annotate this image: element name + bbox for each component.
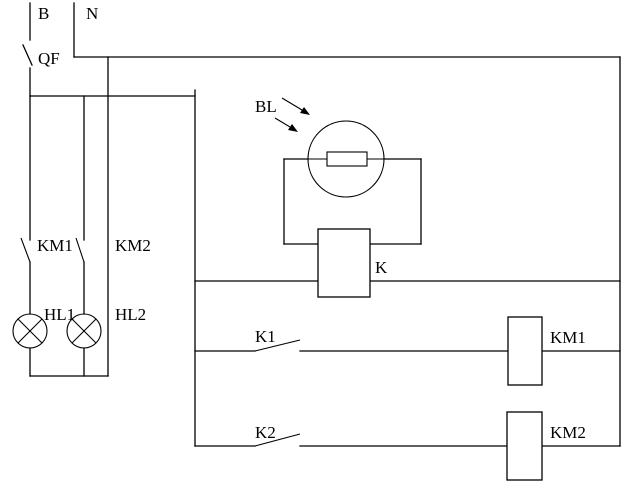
coil-km2-label: KM2 (550, 423, 586, 442)
coil-km1-label: KM1 (550, 328, 586, 347)
contact-km1-blade (20, 237, 31, 263)
neutral-label: N (86, 4, 98, 23)
relay-k-coil (317, 228, 371, 298)
lamp-hl2-icon (66, 313, 102, 349)
sensor-bl-label: BL (255, 97, 277, 116)
contact-k1-blade (254, 339, 301, 352)
contact-k1-label: K1 (255, 327, 276, 346)
breaker-qf-contact (22, 44, 33, 66)
contact-km2-label: KM2 (115, 236, 151, 255)
coil-km2 (506, 411, 543, 481)
light-arrow-icon (274, 117, 298, 132)
contact-km2-blade (75, 237, 85, 263)
light-arrow-icon (281, 97, 310, 115)
photoresistor-icon (307, 120, 385, 198)
relay-k-label: K (375, 258, 388, 277)
live-label: B (38, 4, 49, 23)
contact-k2-blade (254, 433, 301, 447)
breaker-qf-label: QF (38, 49, 60, 68)
lamp-hl1-icon (12, 313, 48, 349)
coil-km1 (507, 316, 543, 386)
lamp-hl1-label: HL1 (44, 305, 75, 324)
contact-km1-label: KM1 (37, 236, 73, 255)
contact-k2-label: K2 (255, 423, 276, 442)
lamp-hl2-label: HL2 (115, 305, 146, 324)
